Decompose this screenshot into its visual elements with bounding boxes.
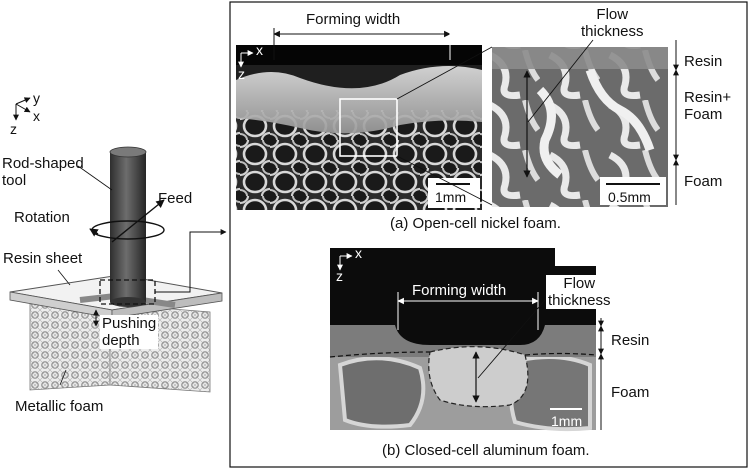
tool-label: Rod-shaped tool [2,155,84,189]
forming-width-label-b: Forming width [412,282,507,299]
rod-shaped-tool [109,146,147,307]
resin-sheet-label: Resin sheet [3,250,83,267]
axis-label-y: y [33,90,40,106]
caption-b: (b) Closed-cell aluminum foam. [382,442,590,459]
scale-bar-label-a-zoom: 0.5mm [608,189,651,205]
feed-label: Feed [158,190,193,207]
connector-line [155,229,227,293]
region-label-resin-a: Resin [684,53,723,70]
region-label-resin-foam-a: Resin+ Foam [684,89,732,123]
axis-label-x-a: x [256,42,263,58]
flow-thickness-label-b: Flow thickness [546,275,613,309]
micrograph-a-zoom [492,47,668,207]
scale-bar-label-a-main: 1mm [435,189,467,205]
metallic-foam-label: Metallic foam [15,398,104,415]
region-label-foam-a: Foam [684,173,723,190]
caption-a: (a) Open-cell nickel foam. [390,215,561,232]
region-label-resin-b: Resin [611,332,650,349]
axes-triad-schematic [13,97,31,121]
feed-arrow [111,199,165,243]
axis-label-z-a: z [238,66,245,82]
micrograph-a-main [236,45,482,210]
pushing-depth-label: Pushing depth [100,315,159,349]
axis-label-x-b: x [355,245,362,261]
rotation-label: Rotation [14,209,70,226]
region-label-foam-b: Foam [611,384,650,401]
flow-thickness-label-a: Flow thickness [581,6,644,40]
axis-label-x: x [33,108,40,124]
micrograph-frame [229,1,748,468]
forming-width-label-a: Forming width [306,11,401,28]
axis-label-z: z [10,121,17,137]
scale-bar-label-b: 1mm [551,413,583,429]
micrograph-b [329,248,597,432]
axis-label-z-b: z [336,268,343,284]
